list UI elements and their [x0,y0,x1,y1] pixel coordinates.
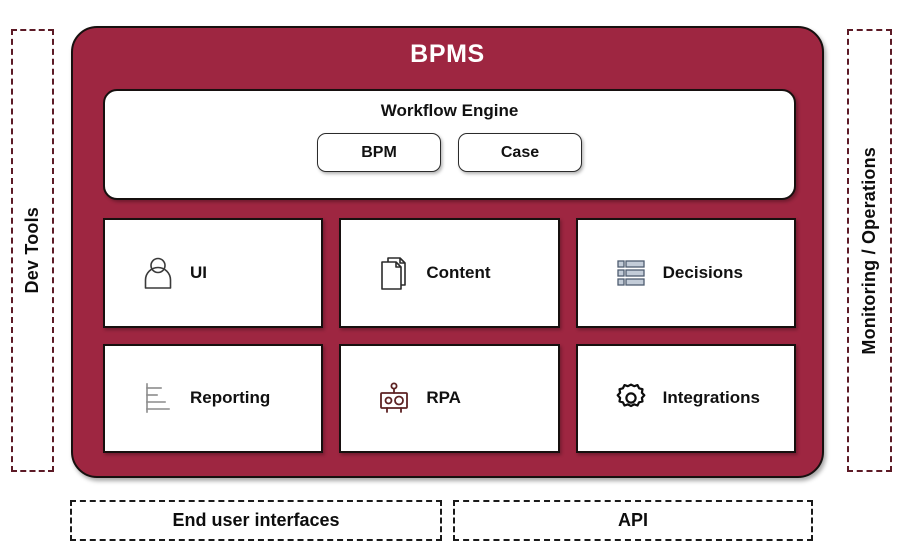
engine-chip-case[interactable]: Case [458,133,582,172]
capability-cell-content[interactable]: Content [339,218,560,328]
capability-label-rpa: RPA [426,388,461,408]
end-user-interfaces-label: End user interfaces [172,510,340,530]
workflow-engine-title: Workflow Engine [380,101,519,120]
capability-cell-rpa[interactable]: RPA [339,343,560,453]
capability-cell-ui[interactable]: UI [103,218,324,328]
capability-grid: UI Content [103,218,796,453]
capability-label-content: Content [426,262,491,282]
bar-chart-icon [141,381,175,415]
capability-cell-reporting[interactable]: Reporting [103,343,324,453]
workflow-engine-panel: Workflow Engine BPM Case [103,89,796,200]
capability-label-ui: UI [190,262,207,282]
bpms-container: BPMS Workflow Engine BPM Case UI [71,26,824,478]
gear-icon [614,381,648,415]
decision-table-icon [614,256,648,290]
capability-label-integrations: Integrations [662,388,760,408]
end-user-interfaces-box: End user interfaces [70,500,442,541]
engine-chip-bpm[interactable]: BPM [317,133,441,172]
dev-tools-rail: Dev Tools [11,29,54,472]
documents-icon [377,256,411,290]
capability-label-reporting: Reporting [190,388,271,408]
api-box: API [453,500,813,541]
monitoring-operations-label: Monitoring / Operations [859,146,879,355]
dev-tools-label: Dev Tools [22,207,42,294]
capability-cell-decisions[interactable]: Decisions [575,218,796,328]
robot-icon [377,381,411,415]
workflow-engine-chips: BPM Case [105,133,794,172]
capability-label-decisions: Decisions [662,262,743,282]
bpms-title: BPMS [410,40,485,68]
capability-cell-integrations[interactable]: Integrations [575,343,796,453]
api-label: API [617,510,648,530]
monitoring-operations-rail: Monitoring / Operations [847,29,892,472]
person-icon [141,256,175,290]
